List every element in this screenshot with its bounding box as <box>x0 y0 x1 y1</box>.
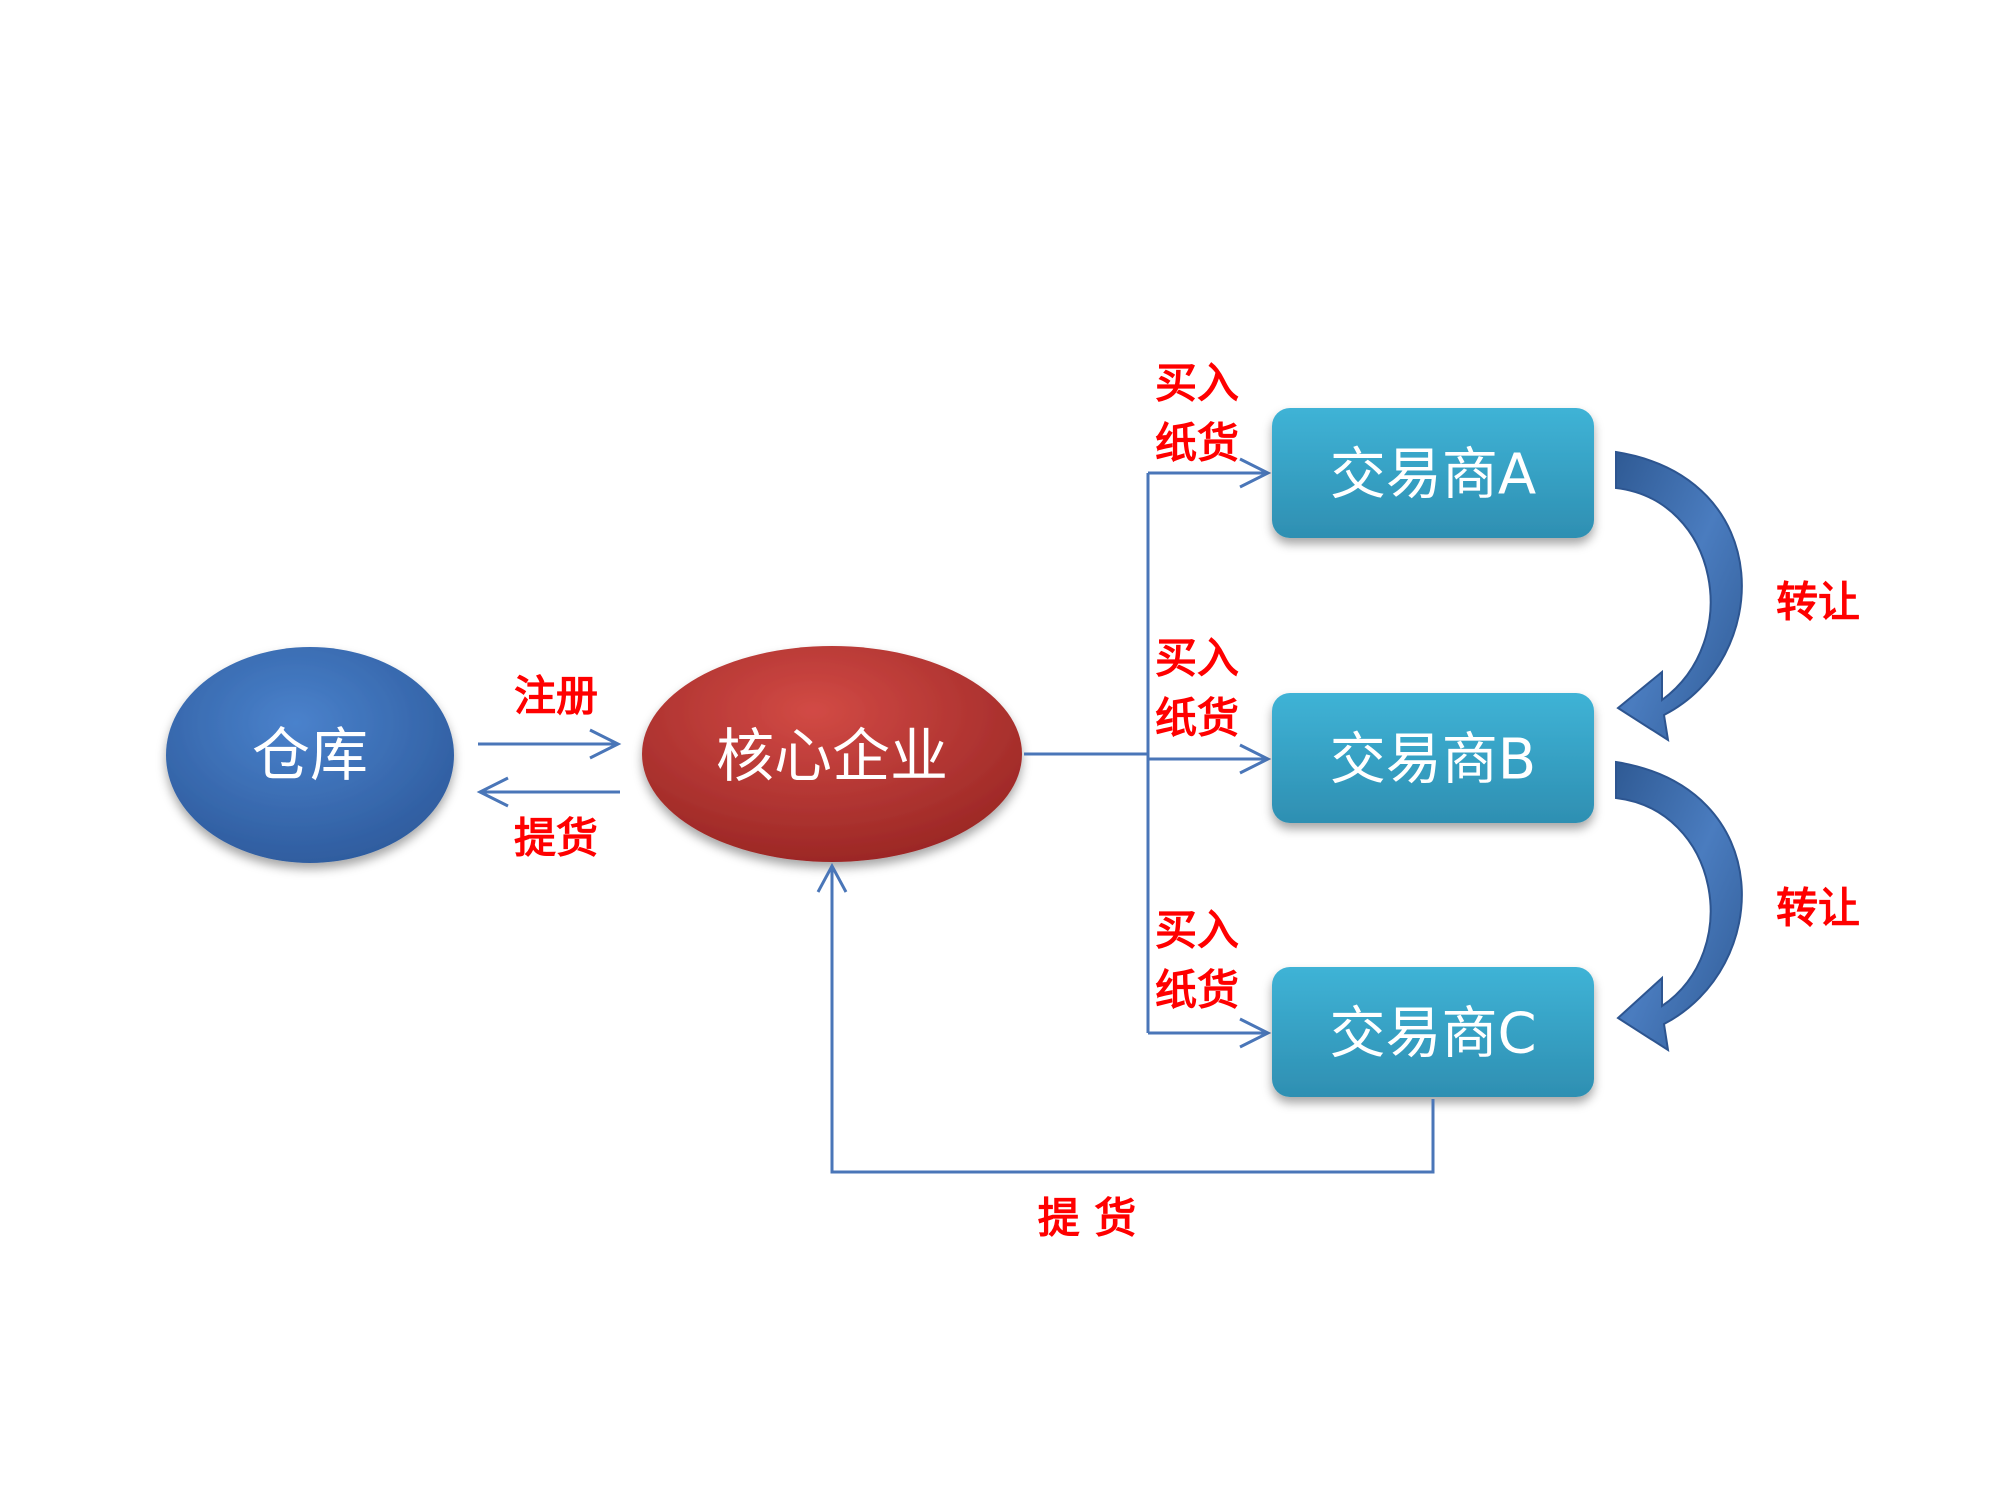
core-enterprise-node: 核心企业 <box>642 646 1022 862</box>
buy-b-label-line1: 买入 <box>1155 634 1239 683</box>
register-arrow <box>478 728 622 760</box>
transfer-label-bc: 转让 <box>1776 884 1860 933</box>
transfer-label-ab: 转让 <box>1776 578 1860 627</box>
trader-c-label: 交易商C <box>1329 1002 1536 1067</box>
register-label: 注册 <box>514 672 598 721</box>
buy-b-label-line2: 纸货 <box>1155 694 1239 743</box>
transfer-arrow-ab <box>1615 450 1743 743</box>
buy-c-label-line1: 买入 <box>1155 906 1239 955</box>
buy-a-label-line1: 买入 <box>1155 359 1239 408</box>
pickup-label-left: 提货 <box>514 814 598 863</box>
pickup-arrow-left <box>476 776 620 808</box>
trader-b-label: 交易商B <box>1330 728 1536 793</box>
branch-connector <box>1024 457 1272 1049</box>
trader-a-node: 交易商A <box>1272 408 1594 538</box>
buy-c-label-line2: 纸货 <box>1155 966 1239 1015</box>
warehouse-node: 仓库 <box>166 647 454 863</box>
pickup-label-bottom: 提 货 <box>1038 1194 1137 1243</box>
trader-a-label: 交易商A <box>1330 443 1536 508</box>
trader-c-node: 交易商C <box>1272 967 1594 1097</box>
core-enterprise-label: 核心企业 <box>716 722 948 790</box>
trader-b-node: 交易商B <box>1272 693 1594 823</box>
buy-a-label-line2: 纸货 <box>1155 419 1239 468</box>
warehouse-label: 仓库 <box>252 721 368 789</box>
pickup-route-bottom <box>816 862 1435 1174</box>
transfer-arrow-bc <box>1615 760 1743 1053</box>
